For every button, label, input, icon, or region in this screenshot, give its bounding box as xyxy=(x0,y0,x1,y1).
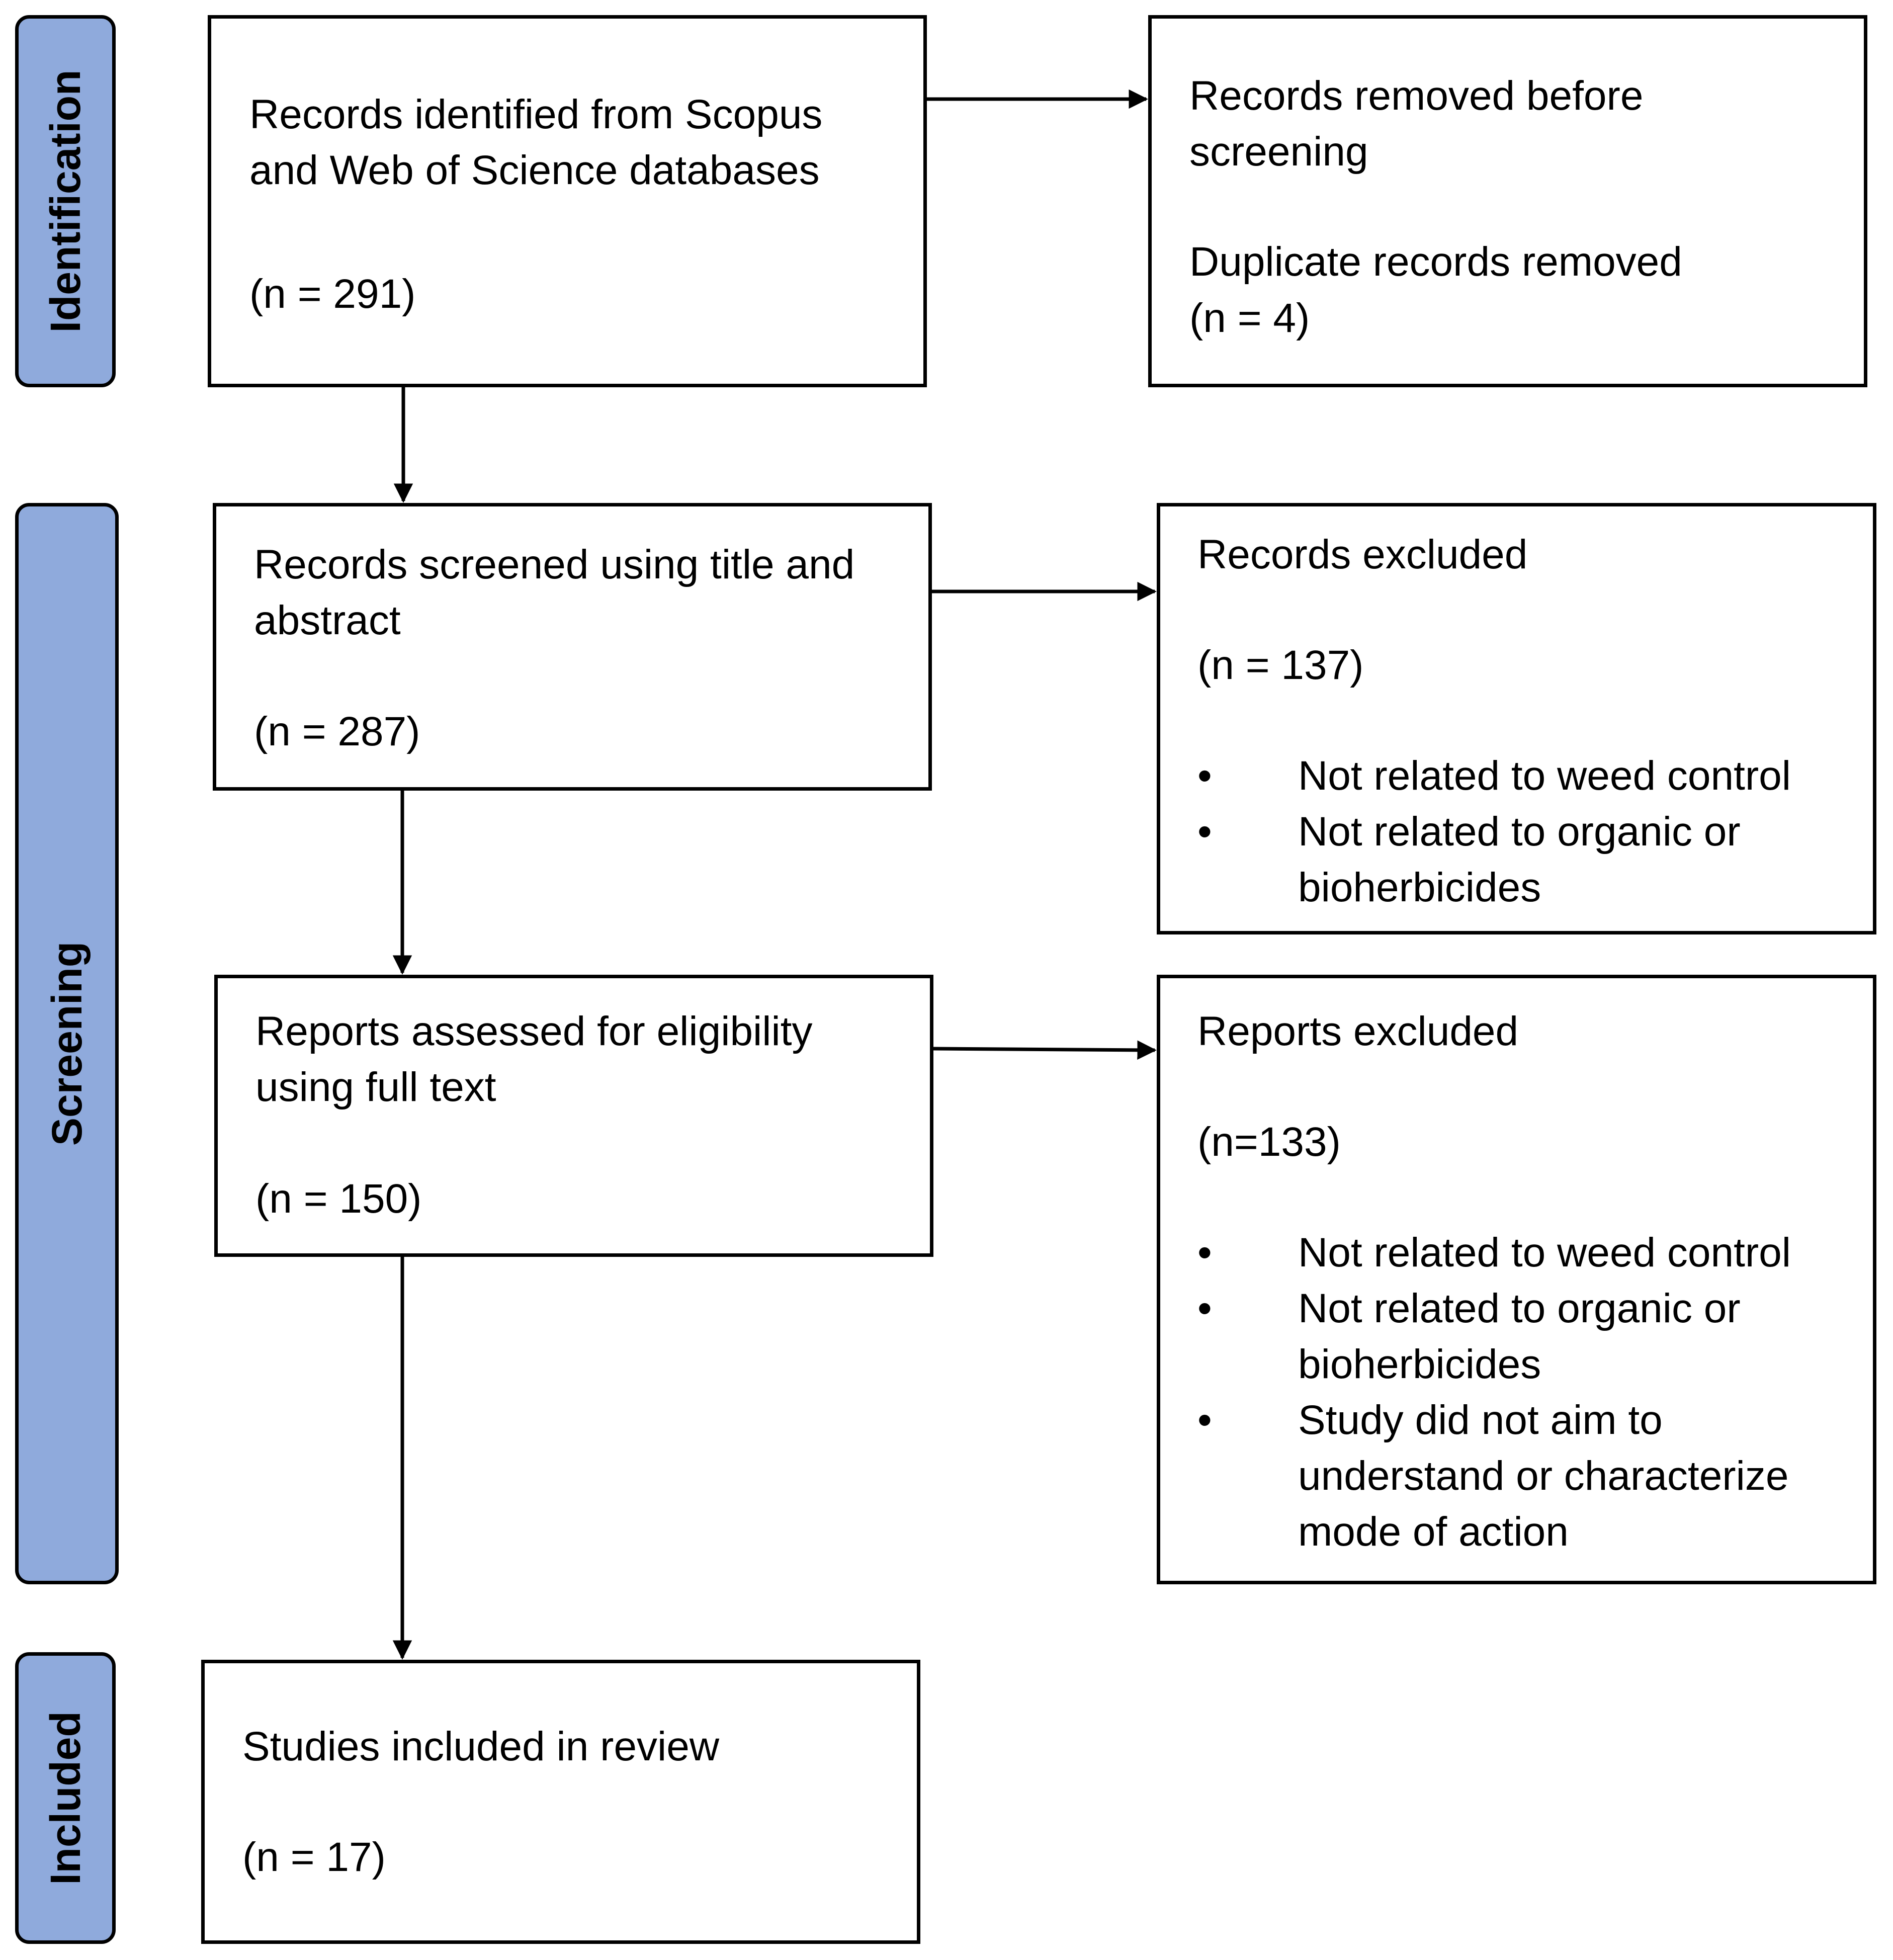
records-removed-count: (n = 4) xyxy=(1189,295,1310,341)
records-removed-title: Records removed before screening xyxy=(1189,73,1644,175)
records-identified-text: Records identified from Scopus and Web o… xyxy=(249,92,823,193)
records-identified-box: Records identified from Scopus and Web o… xyxy=(208,15,927,387)
bullet: • xyxy=(1197,1397,1212,1443)
reports-assessed-count: (n = 150) xyxy=(255,1176,422,1222)
bullet: • xyxy=(1197,753,1212,799)
phase-included: Included xyxy=(15,1652,116,1944)
reports-excluded-box: Reports excluded (n=133) • Not related t… xyxy=(1157,975,1876,1584)
list-item: • Not related to weed control xyxy=(1197,748,1873,804)
records-identified-count: (n = 291) xyxy=(249,271,416,317)
studies-included-count: (n = 17) xyxy=(242,1834,386,1880)
list-item: • Not related to organic or bioherbicide… xyxy=(1197,804,1873,915)
reports-excluded-reasons: • Not related to weed control • Not rela… xyxy=(1197,1225,1873,1560)
arrow-assessed-to-excluded xyxy=(933,1040,1157,1060)
exclusion-reason: Not related to organic or bioherbicides xyxy=(1298,1286,1741,1387)
bullet: • xyxy=(1197,1230,1212,1275)
exclusion-reason: Not related to weed control xyxy=(1298,1230,1791,1275)
reports-assessed-box: Reports assessed for eligibility using f… xyxy=(214,975,933,1257)
exclusion-reason: Not related to organic or bioherbicides xyxy=(1298,809,1741,910)
records-removed-box: Records removed before screening Duplica… xyxy=(1148,15,1867,387)
duplicate-records-label: Duplicate records removed xyxy=(1189,239,1682,285)
exclusion-reason: Study did not aim to understand or chara… xyxy=(1298,1397,1789,1555)
bullet: • xyxy=(1197,1286,1212,1331)
list-item: • Study did not aim to understand or cha… xyxy=(1197,1392,1873,1560)
exclusion-reason: Not related to weed control xyxy=(1298,753,1791,799)
records-excluded-title: Records excluded xyxy=(1197,532,1528,577)
reports-excluded-title: Reports excluded xyxy=(1197,1008,1519,1054)
records-screened-count: (n = 287) xyxy=(254,709,420,754)
reports-excluded-count: (n=133) xyxy=(1197,1119,1341,1165)
phase-screening: Screening xyxy=(15,503,119,1584)
list-item: • Not related to weed control xyxy=(1197,1225,1873,1281)
phase-identification: Identification xyxy=(15,15,116,387)
records-excluded-box: Records excluded (n = 137) • Not related… xyxy=(1157,503,1876,934)
bullet: • xyxy=(1197,809,1212,855)
records-excluded-count: (n = 137) xyxy=(1197,642,1364,688)
reports-assessed-text: Reports assessed for eligibility using f… xyxy=(255,1008,813,1110)
studies-included-box: Studies included in review (n = 17) xyxy=(201,1660,920,1944)
list-item: • Not related to organic or bioherbicide… xyxy=(1197,1281,1873,1392)
records-screened-box: Records screened using title and abstrac… xyxy=(213,503,932,791)
records-screened-text: Records screened using title and abstrac… xyxy=(254,542,855,643)
records-excluded-reasons: • Not related to weed control • Not rela… xyxy=(1197,748,1873,915)
studies-included-text: Studies included in review xyxy=(242,1724,720,1769)
